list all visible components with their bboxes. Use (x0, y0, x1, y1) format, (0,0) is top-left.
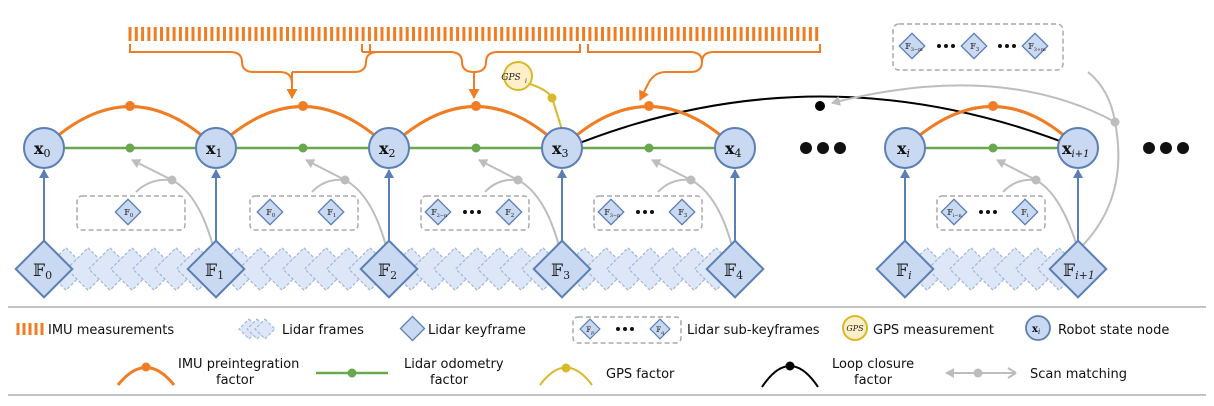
svg-text:𝔽3−n: 𝔽3−n (604, 208, 621, 219)
svg-text:Lidar sub-keyframes: Lidar sub-keyframes (687, 323, 820, 338)
imu-measurement-ticks (128, 27, 819, 41)
svg-text:i: i (525, 78, 527, 85)
state-node-i-plus-1 (1057, 127, 1099, 169)
svg-text:Loop closure: Loop closure (832, 357, 914, 372)
sub-keyframes-box-0 (76, 195, 186, 231)
svg-text:xi: xi (1032, 324, 1040, 336)
scan-matching (131, 71, 1120, 251)
svg-text:Scan matching: Scan matching (1030, 367, 1127, 382)
svg-text:factor: factor (430, 373, 469, 388)
sub-keyframes-box-2 (420, 195, 530, 231)
svg-text:𝔽3+m: 𝔽3+m (1028, 42, 1046, 53)
svg-text:x0: x0 (34, 139, 51, 160)
svg-text:Lidar frames: Lidar frames (282, 323, 364, 338)
svg-text:GPS measurement: GPS measurement (873, 323, 994, 338)
svg-text:𝔽2−n: 𝔽2−n (431, 208, 448, 219)
legend-scan-matching-icon (945, 367, 1017, 379)
legend-imu-ticks (16, 323, 44, 335)
gps-factor: GPS i (501, 61, 563, 131)
lidar-frames (43, 246, 1082, 292)
odometry-dots (125, 143, 998, 153)
svg-text:𝔽2: 𝔽2 (378, 261, 397, 282)
svg-text:Robot state node: Robot state node (1058, 323, 1169, 338)
svg-text:x3: x3 (552, 139, 569, 160)
imu-preintegration-dots (125, 101, 998, 111)
svg-text:IMU measurements: IMU measurements (48, 323, 174, 338)
keyframe-2 (359, 239, 419, 299)
sub-keyframe-groups (76, 23, 1064, 231)
state-node-3 (541, 127, 583, 169)
svg-text:factor: factor (854, 373, 893, 388)
state-node-1 (195, 127, 237, 169)
state-node-0 (23, 127, 65, 169)
gps-measurement-node (503, 61, 533, 91)
svg-text:x1: x1 (206, 139, 223, 160)
svg-text:x4: x4 (725, 139, 742, 160)
svg-text:Lidar keyframe: Lidar keyframe (428, 323, 526, 338)
sub-keyframes-box-top (892, 23, 1064, 71)
svg-text:𝔽0: 𝔽0 (266, 208, 276, 219)
legend-gps-icon (842, 315, 868, 341)
legend-state-node-icon (1025, 315, 1051, 341)
state-node-4 (714, 127, 756, 169)
svg-text:𝔽i−n: 𝔽i−n (947, 208, 962, 219)
keyframe-i-plus-1 (1048, 239, 1108, 299)
sub-keyframe-diamonds (114, 32, 1049, 226)
loop-closure-dot (815, 101, 825, 111)
imu-bracket-2 (369, 44, 480, 99)
legend: IMU measurements Lidar frames Lidar keyf… (8, 306, 1206, 396)
robot-state-nodes (23, 127, 1099, 169)
loop-closure-factor (566, 95, 1079, 149)
svg-text:𝔽i+1: 𝔽i+1 (1063, 261, 1095, 282)
svg-text:𝔽1: 𝔽1 (205, 261, 224, 282)
svg-text:𝔽2: 𝔽2 (505, 208, 514, 219)
imu-bracket-1 (129, 44, 298, 99)
sub-keyframe-labels: 𝔽0 𝔽0 𝔽1 𝔽2−n 𝔽2 𝔽3−n 𝔽3 𝔽i−n 𝔽i 𝔽3−m 𝔽3… (124, 42, 1046, 219)
state-node-labels: x0 x1 x2 x3 x4 xi xi+1 (34, 139, 1090, 160)
keyframe-0 (14, 239, 74, 299)
svg-text:xi: xi (897, 139, 910, 160)
scan-matching-dots (167, 117, 1120, 185)
keyframe-to-state-arrows (39, 169, 1083, 243)
svg-text:x2: x2 (379, 139, 396, 160)
svg-text:factor: factor (216, 373, 255, 388)
lidar-keyframes (14, 239, 1108, 299)
keyframe-labels: 𝔽0 𝔽1 𝔽2 𝔽3 𝔽4 𝔽i 𝔽i+1 (33, 261, 1095, 282)
svg-text:xi+1: xi+1 (1062, 139, 1090, 160)
svg-text:Lidar odometry: Lidar odometry (404, 357, 504, 372)
svg-text:𝔽i: 𝔽i (896, 261, 912, 282)
legend-subkeyframes-box (572, 316, 682, 344)
svg-text:𝔽q: 𝔽q (656, 326, 664, 336)
svg-text:𝔽3−m: 𝔽3−m (905, 42, 923, 53)
svg-text:𝔽i: 𝔽i (1021, 208, 1029, 219)
sub-keyframe-ellipses (463, 44, 1016, 214)
sub-keyframes-box-1 (249, 195, 359, 231)
keyframe-4 (705, 239, 765, 299)
svg-text:𝔽3: 𝔽3 (970, 42, 980, 53)
legend-lidar-frames (238, 318, 276, 340)
svg-text:𝔽0: 𝔽0 (124, 208, 134, 219)
imu-bracket-3 (587, 44, 704, 101)
imu-brackets (129, 44, 821, 101)
svg-text:GPS: GPS (501, 73, 520, 83)
svg-text:𝔽p: 𝔽p (586, 326, 595, 336)
svg-text:GPS: GPS (846, 324, 864, 333)
continuation-ellipsis (800, 142, 1189, 154)
legend-keyframe-icon (399, 315, 426, 342)
sub-keyframes-box-3 (593, 195, 703, 231)
svg-text:IMU preintegration: IMU preintegration (178, 357, 299, 372)
keyframe-3 (532, 239, 592, 299)
keyframe-1 (186, 239, 246, 299)
svg-text:𝔽4: 𝔽4 (724, 261, 743, 282)
state-node-2 (368, 127, 410, 169)
state-node-i (884, 127, 926, 169)
svg-text:𝔽1: 𝔽1 (327, 208, 336, 219)
keyframe-i (875, 239, 935, 299)
svg-text:𝔽3: 𝔽3 (551, 261, 570, 282)
sub-keyframes-box-i (936, 195, 1046, 231)
svg-text:𝔽3: 𝔽3 (678, 208, 688, 219)
svg-text:GPS factor: GPS factor (606, 367, 675, 382)
svg-text:𝔽0: 𝔽0 (33, 261, 52, 282)
